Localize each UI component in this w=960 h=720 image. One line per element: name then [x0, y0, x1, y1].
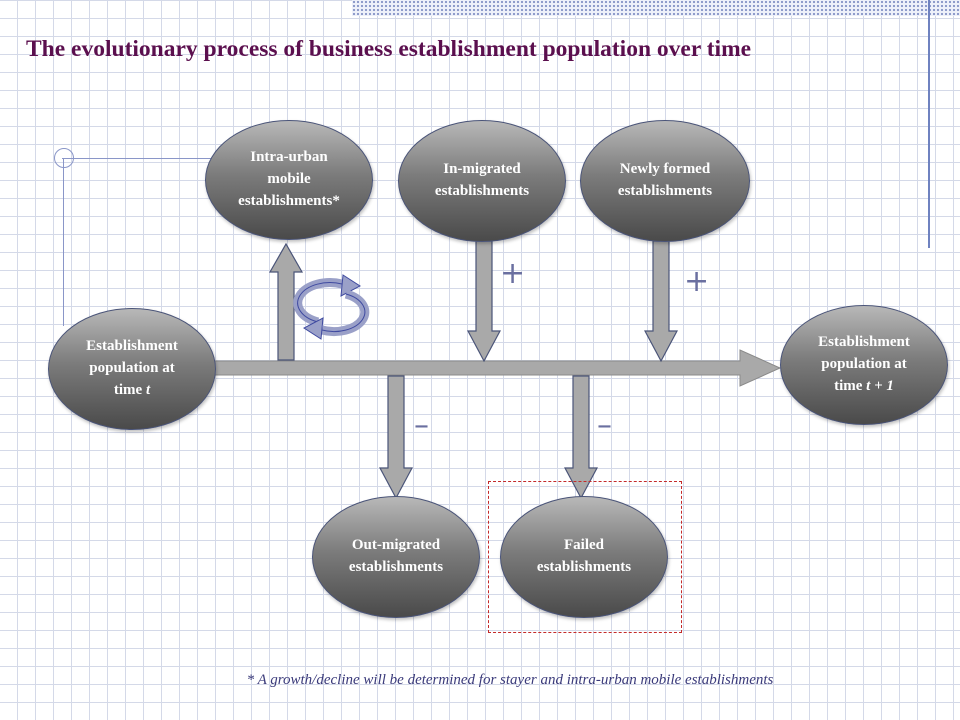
minus-sign-failed: – — [597, 408, 612, 443]
node-failed: Failed establishments — [500, 496, 668, 618]
plus-sign-newly-formed: + — [684, 264, 710, 299]
node-population-time-t-plus-1: Establishment population at time t + 1 — [780, 305, 948, 425]
main-timeline-arrow — [149, 349, 782, 387]
page-title: The evolutionary process of business est… — [26, 36, 752, 62]
cycle-icon — [293, 274, 370, 340]
node-intra-urban-mobile: Intra-urban mobile establishments* — [205, 120, 373, 240]
arrow-down-failed — [564, 375, 598, 500]
node-in-migrated: In-migrated establishments — [398, 120, 566, 242]
node-population-time-t: Establishment population at time t — [48, 308, 216, 430]
failed-highlight-box — [488, 481, 682, 633]
decorative-circle-marker — [54, 148, 74, 168]
arrow-down-out-migrated — [379, 375, 413, 500]
arrow-down-newly-formed — [644, 240, 678, 363]
arrow-down-in-migrated — [467, 240, 501, 363]
dotted-header-band — [352, 0, 960, 16]
arrow-up-intra-urban — [268, 242, 304, 361]
decorative-bracket-horizontal — [62, 158, 262, 159]
footnote: * A growth/decline will be determined fo… — [246, 672, 774, 688]
minus-sign-out-migrated: – — [414, 408, 429, 443]
node-newly-formed: Newly formed establishments — [580, 120, 750, 242]
plus-sign-in-migrated: + — [500, 256, 526, 291]
decorative-bracket-vertical — [63, 158, 64, 326]
decorative-vertical-line — [928, 0, 930, 248]
node-out-migrated: Out-migrated establishments — [312, 496, 480, 618]
